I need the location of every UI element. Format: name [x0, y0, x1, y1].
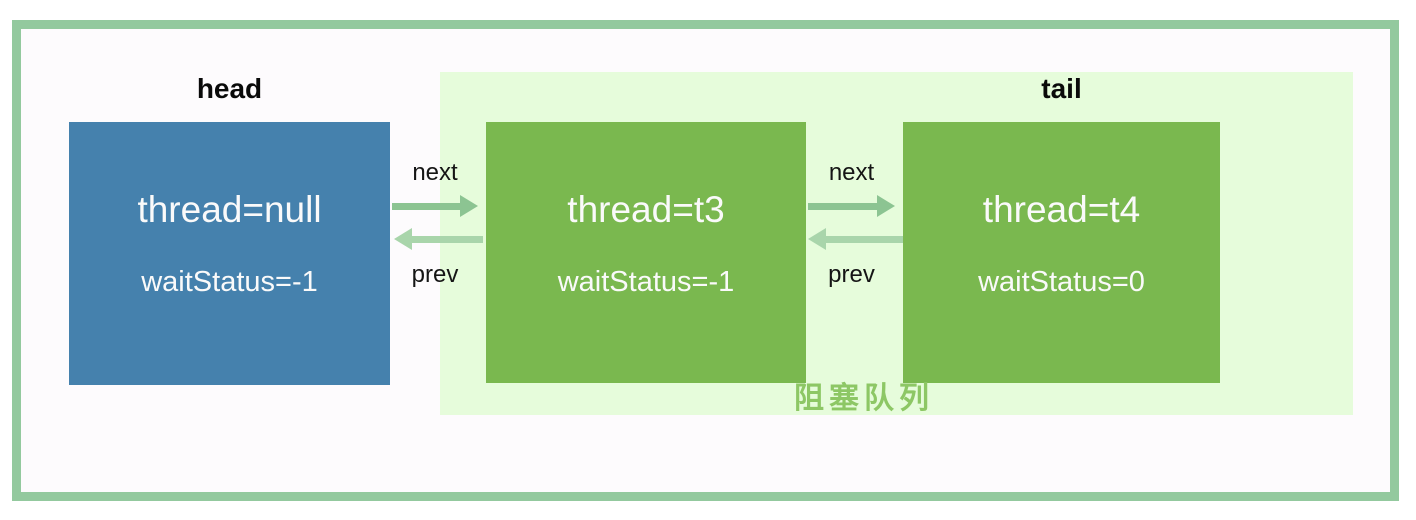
arrow-shaft [412, 235, 483, 243]
node-head-waitstatus-value: waitStatus=-1 [141, 266, 318, 298]
next-label-head-t3: next [412, 159, 458, 186]
prev-arrow-icon [808, 228, 903, 250]
prev-label-t4-t3: prev [828, 261, 875, 288]
node-t3-thread-value: thread=t3 [567, 189, 725, 230]
node-t4-waitstatus-value: waitStatus=0 [978, 266, 1145, 298]
node-t4: thread=t4 waitStatus=0 [903, 122, 1220, 383]
prev-arrow-icon [394, 228, 483, 250]
arrow-head [394, 228, 412, 250]
next-arrow-icon [808, 195, 895, 217]
arrow-head [808, 228, 826, 250]
arrow-head [877, 195, 895, 217]
tail-pointer-label: tail [1041, 73, 1082, 104]
blocking-queue-label: 阻塞队列 [794, 382, 934, 415]
head-pointer-label: head [196, 73, 263, 104]
arrow-shaft [808, 202, 877, 210]
arrow-shaft [826, 235, 903, 243]
arrow-head [460, 195, 478, 217]
node-t3-waitstatus-value: waitStatus=-1 [557, 266, 735, 298]
node-t3: thread=t3 waitStatus=-1 [486, 122, 806, 383]
next-label-t3-t4: next [828, 159, 875, 186]
node-head: thread=null waitStatus=-1 [69, 122, 390, 385]
node-t4-thread-value: thread=t4 [982, 189, 1141, 230]
next-arrow-icon [392, 195, 478, 217]
prev-label-t3-head: prev [411, 261, 459, 288]
arrow-shaft [392, 202, 460, 210]
node-head-thread-value: thread=null [137, 189, 322, 230]
